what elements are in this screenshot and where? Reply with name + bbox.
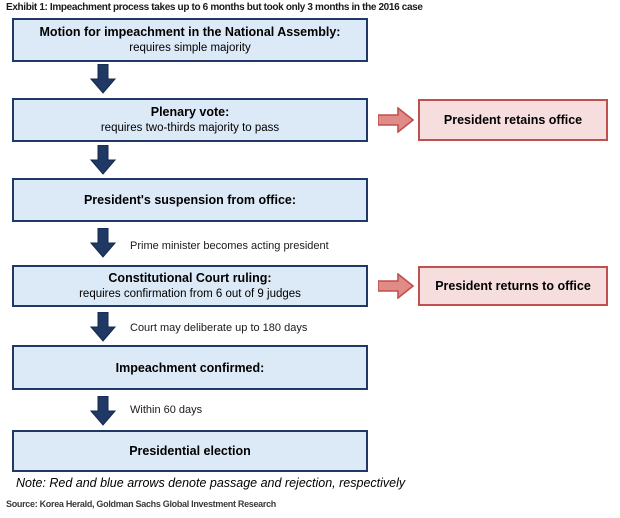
- annotation-election-deadline: Within 60 days: [130, 404, 203, 416]
- arrow-right-icon-2: [377, 272, 415, 300]
- flow-box-motion: Motion for impeachment in the National A…: [12, 18, 368, 62]
- flow-box-suspension-title: President's suspension from office:: [83, 193, 297, 207]
- flow-box-plenary-vote-detail: requires two-thirds majority to pass: [100, 122, 280, 134]
- arrow-down-icon-5: [89, 395, 117, 426]
- flow-box-plenary-vote: Plenary vote: requires two-thirds majori…: [12, 98, 368, 142]
- flow-box-court-ruling: Constitutional Court ruling: requires co…: [12, 265, 368, 307]
- flow-box-presidential-election-title: Presidential election: [129, 444, 251, 458]
- outcome-box-retains-office-label: President retains office: [443, 113, 583, 127]
- flow-box-plenary-vote-title: Plenary vote:: [150, 105, 230, 119]
- flow-box-presidential-election: Presidential election: [12, 430, 368, 472]
- footnote-source: Source: Korea Herald, Goldman Sachs Glob…: [6, 499, 276, 509]
- arrow-down-icon-3: [89, 227, 117, 258]
- annotation-acting-president: Prime minister becomes acting president: [130, 240, 329, 252]
- arrow-down-icon-2: [89, 144, 117, 175]
- flow-box-impeachment-confirmed-title: Impeachment confirmed:: [115, 360, 265, 375]
- flow-box-suspension: President's suspension from office:: [12, 178, 368, 222]
- arrow-down-icon-1: [89, 63, 117, 94]
- arrow-down-icon-4: [89, 311, 117, 342]
- outcome-box-retains-office: President retains office: [418, 99, 608, 141]
- outcome-box-returns-to-office: President returns to office: [418, 266, 608, 306]
- footnote-note: Note: Red and blue arrows denote passage…: [16, 476, 406, 490]
- flow-box-motion-detail: requires simple majority: [129, 42, 251, 54]
- annotation-deliberation-period: Court may deliberate up to 180 days: [130, 322, 308, 334]
- flow-box-court-ruling-detail: requires confirmation from 6 out of 9 ju…: [79, 288, 301, 300]
- flow-box-impeachment-confirmed: Impeachment confirmed:: [12, 345, 368, 390]
- exhibit-title: Exhibit 1: Impeachment process takes up …: [6, 2, 423, 13]
- flow-box-motion-title: Motion for impeachment in the National A…: [39, 25, 341, 39]
- outcome-box-returns-to-office-label: President returns to office: [435, 279, 591, 293]
- arrow-right-icon-1: [377, 106, 415, 134]
- flow-box-court-ruling-title: Constitutional Court ruling:: [108, 271, 272, 285]
